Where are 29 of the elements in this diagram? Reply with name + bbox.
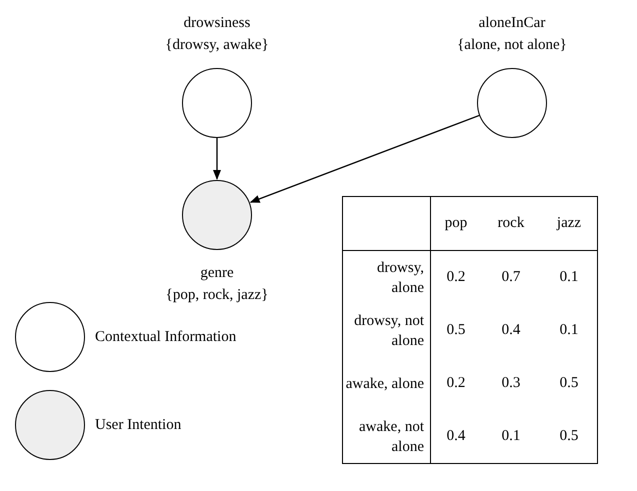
arrow xyxy=(250,114,480,203)
row-header: drowsy, not alone xyxy=(353,312,424,350)
column-header: jazz xyxy=(556,214,582,234)
probability-value: 0.3 xyxy=(500,374,522,394)
probability-value: 0.5 xyxy=(446,321,466,340)
probability-value: 0.7 xyxy=(500,268,522,288)
probability-value: 0.5 xyxy=(558,427,580,446)
variable-name: aloneInCar xyxy=(478,14,546,33)
row-header: drowsy, alone xyxy=(376,258,424,298)
probability-value: 0.2 xyxy=(446,374,466,394)
probability-value: 0.2 xyxy=(446,268,466,288)
legend-label: Contextual Information xyxy=(95,328,236,347)
value-set: {alone, not alone} xyxy=(457,36,567,55)
row-header: awake, not alone xyxy=(358,418,424,456)
probability-value: 0.1 xyxy=(558,321,580,340)
probability-value: 0.1 xyxy=(558,268,580,288)
row-header: awake, alone xyxy=(344,374,424,394)
variable-name: drowsiness xyxy=(184,14,250,33)
column-header: pop xyxy=(444,214,468,234)
probability-value: 0.4 xyxy=(446,427,466,446)
legend-label: User Intention xyxy=(95,416,182,435)
value-set: {drowsy, awake} xyxy=(165,36,269,55)
probability-value: 0.5 xyxy=(558,374,580,394)
probability-value: 0.1 xyxy=(500,427,522,446)
value-set: {pop, rock, jazz} xyxy=(166,286,268,305)
probability-value: 0.4 xyxy=(500,321,522,340)
column-header: rock xyxy=(496,214,526,234)
variable-name: genre xyxy=(200,264,234,283)
arrow xyxy=(213,138,221,180)
